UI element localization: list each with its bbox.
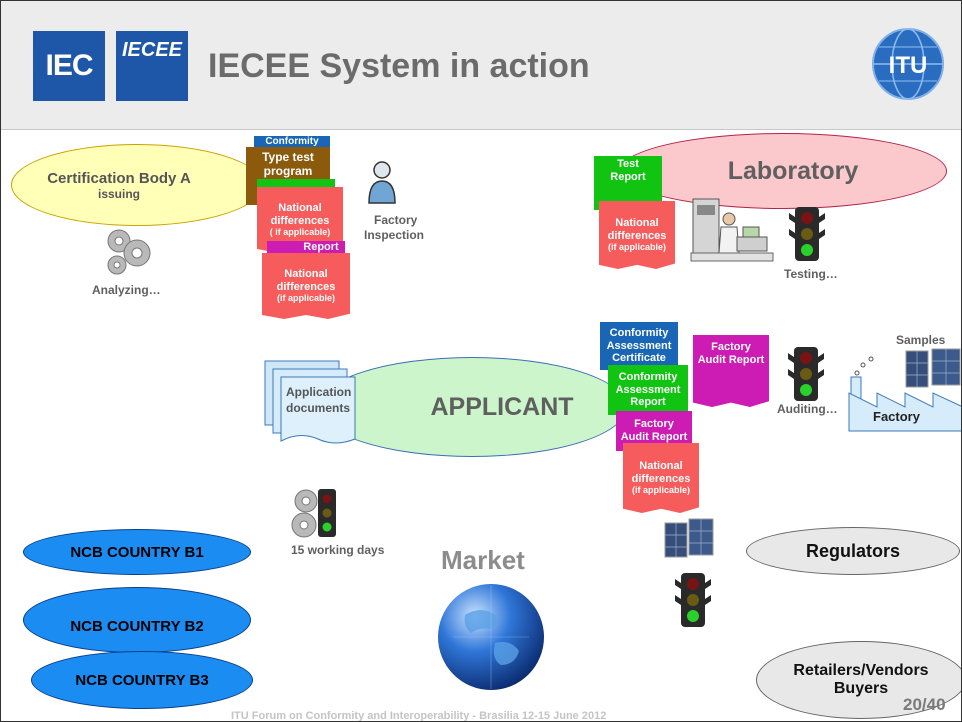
doc-national-1-line1: National bbox=[278, 202, 322, 215]
application-documents-label-1: Application bbox=[286, 385, 352, 399]
doc-national-app-line2: differences bbox=[631, 472, 691, 485]
iec-logo-text: IEC bbox=[45, 49, 93, 82]
samples-label: Samples bbox=[896, 333, 946, 347]
doc-national-1-line2: differences bbox=[270, 214, 330, 227]
laboratory-label: Laboratory bbox=[727, 156, 859, 185]
traffic-light-icon bbox=[675, 573, 711, 627]
doc-national-lab-line3: (if applicable) bbox=[607, 242, 666, 253]
slide-title: IECEE System in action bbox=[208, 47, 590, 85]
documents-stack-icon bbox=[264, 360, 356, 444]
regulators-label: Regulators bbox=[805, 540, 901, 561]
doc-national-lab-line1: National bbox=[615, 217, 659, 230]
gears-icon bbox=[107, 229, 151, 275]
doc-national-1-line3: ( if applicable) bbox=[269, 227, 331, 238]
doc-test-report-line1: Test bbox=[617, 158, 639, 170]
doc-national-2-line2: differences bbox=[276, 280, 336, 293]
solar-panel-icon bbox=[664, 518, 714, 558]
factory-label: Factory bbox=[873, 409, 920, 424]
doc-conformity-assessment-certificate: Conformity Assessment Certificate bbox=[600, 322, 678, 370]
applicant-ellipse: APPLICANT bbox=[317, 357, 627, 457]
doc-cac-line1: Conformity bbox=[609, 327, 669, 340]
doc-national-differences-2: National differences (if applicable) bbox=[262, 253, 350, 319]
factory-inspection-label-2: Inspection bbox=[364, 228, 425, 242]
testing-label: Testing… bbox=[784, 267, 838, 281]
retailers-label-line1: Retailers/Vendors bbox=[793, 662, 929, 679]
doc-national-differences-applicant: National differences (if applicable) bbox=[623, 443, 699, 513]
lab-technician-icon bbox=[690, 198, 774, 262]
doc-factory-audit-report: Factory Audit Report bbox=[693, 335, 769, 407]
itu-logo-text: ITU bbox=[889, 52, 928, 79]
certification-body-a-sublabel: issuing bbox=[97, 186, 140, 201]
doc-far-line1: Factory bbox=[711, 341, 751, 353]
iec-logo: IEC bbox=[33, 31, 105, 101]
analyzing-label: Analyzing… bbox=[92, 283, 161, 297]
ncb-country-b2-label: NCB COUNTRY B2 bbox=[70, 617, 204, 635]
doc-far-line2: Audit Report bbox=[697, 353, 765, 366]
doc-car-line2: Assessment bbox=[615, 383, 681, 396]
ncb-country-b2: NCB COUNTRY B2 bbox=[23, 587, 251, 653]
globe-icon bbox=[438, 584, 544, 690]
person-icon bbox=[368, 161, 396, 204]
doc-type-test-line2: program bbox=[263, 163, 313, 178]
certification-body-a-ellipse: Certification Body A issuing bbox=[11, 144, 263, 226]
traffic-light-icon bbox=[789, 207, 825, 261]
doc-car-line3: Report bbox=[630, 396, 666, 409]
doc-type-test-line1: Type test bbox=[262, 150, 314, 164]
doc-report-fragment-text: Report bbox=[303, 241, 339, 253]
doc-far-stack-line1: Factory bbox=[634, 418, 674, 431]
ncb-country-b1: NCB COUNTRY B1 bbox=[23, 529, 251, 575]
doc-national-2-line1: National bbox=[284, 268, 328, 281]
page-number: 20/40 bbox=[903, 695, 946, 714]
doc-national-lab-line2: differences bbox=[607, 229, 667, 242]
iecee-logo-text: IECEE bbox=[121, 39, 183, 61]
market-label: Market bbox=[441, 545, 525, 575]
ncb-country-b1-label: NCB COUNTRY B1 bbox=[70, 543, 204, 561]
gears-icon bbox=[291, 489, 336, 538]
application-documents-label-2: documents bbox=[286, 401, 351, 415]
slide-footer: ITU Forum on Conformity and Interoperabi… bbox=[231, 710, 607, 722]
factory-inspection-label-1: Factory bbox=[374, 213, 418, 227]
applicant-label: APPLICANT bbox=[430, 392, 574, 421]
ncb-country-b3-label: NCB COUNTRY B3 bbox=[75, 671, 209, 689]
regulators-ellipse: Regulators bbox=[746, 527, 960, 575]
ncb-country-b3: NCB COUNTRY B3 bbox=[31, 651, 253, 709]
doc-test-report-line2: Report bbox=[610, 170, 646, 183]
doc-far-stack-line2: Audit Report bbox=[620, 431, 688, 443]
doc-conformity-short-text: Conformity bbox=[265, 136, 319, 147]
traffic-light-icon bbox=[788, 347, 824, 401]
retailers-label-line2: Buyers bbox=[833, 680, 889, 697]
retailers-ellipse: Retailers/Vendors Buyers bbox=[756, 641, 961, 719]
doc-national-app-line1: National bbox=[639, 460, 683, 473]
solar-panel-icon bbox=[905, 348, 961, 388]
doc-cac-line2: Assessment bbox=[606, 339, 672, 352]
iecee-logo: IECEE bbox=[116, 31, 188, 101]
auditing-label: Auditing… bbox=[777, 402, 838, 416]
working-days-label: 15 working days bbox=[291, 543, 385, 557]
certification-body-a-label: Certification Body A bbox=[47, 169, 191, 187]
factory-icon bbox=[848, 356, 961, 432]
doc-car-line1: Conformity bbox=[618, 371, 678, 384]
laboratory-ellipse: Laboratory bbox=[619, 133, 947, 209]
doc-national-2-line3: (if applicable) bbox=[276, 293, 335, 304]
doc-conformity-short: Conformity bbox=[254, 136, 330, 150]
doc-national-differences-lab: National differences (if applicable) bbox=[599, 201, 675, 269]
itu-logo: ITU bbox=[872, 28, 944, 100]
doc-conformity-assessment-report: Conformity Assessment Report bbox=[608, 365, 688, 415]
doc-national-app-line3: (if applicable) bbox=[631, 485, 690, 496]
doc-cac-line3: Certificate bbox=[612, 352, 666, 365]
